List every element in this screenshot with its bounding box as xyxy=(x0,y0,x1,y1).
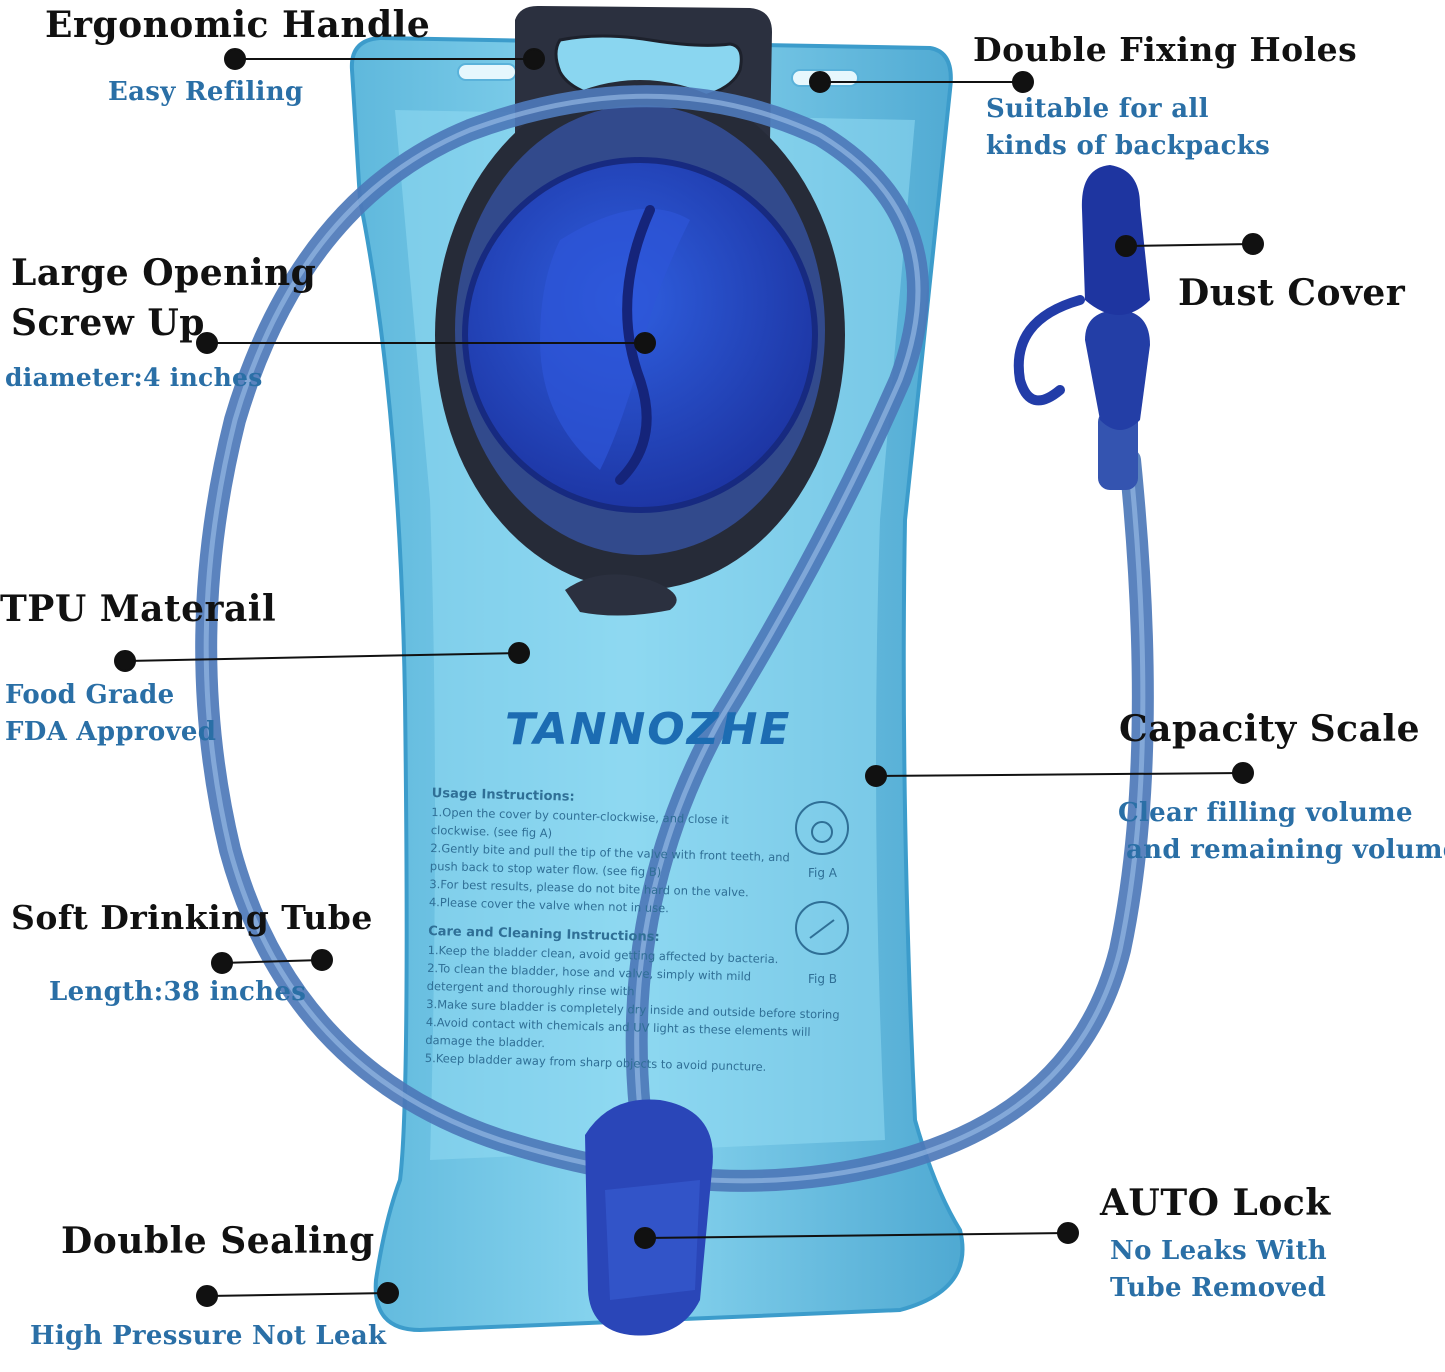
fig-a-icon xyxy=(795,801,849,855)
callout-subtitle: Easy Refiling xyxy=(108,77,304,107)
callout-title: Capacity Scale xyxy=(1119,708,1420,750)
brand-logo: TANNOZHE xyxy=(505,704,792,755)
brand-logo-text: TANNOZHE xyxy=(505,704,792,755)
fig-a-label: Fig A xyxy=(808,866,838,880)
callout-title: Double Sealing xyxy=(61,1220,375,1262)
callout-subtitle: Food Grade FDA Approved xyxy=(5,680,217,747)
callout-title: AUTO Lock xyxy=(1100,1182,1331,1224)
callout-subtitle: No Leaks With Tube Removed xyxy=(1110,1236,1327,1303)
callout-title: Double Fixing Holes xyxy=(973,30,1358,69)
callout-subtitle: diameter:4 inches xyxy=(5,363,263,392)
fig-b-label: Fig B xyxy=(808,972,838,986)
fig-b-icon xyxy=(795,901,849,955)
callout-subtitle: Length:38 inches xyxy=(49,977,307,1007)
callout-title: Ergonomic Handle xyxy=(45,4,431,46)
callout-subtitle: High Pressure Not Leak xyxy=(30,1321,387,1351)
callout-title: Soft Drinking Tube xyxy=(11,898,373,937)
callout-title: Dust Cover xyxy=(1178,272,1406,314)
callout-subtitle: Suitable for all kinds of backpacks xyxy=(986,94,1271,161)
callout-title: TPU Materail xyxy=(0,588,277,630)
dust-cover-cap xyxy=(1081,165,1150,315)
callout-title: Large Opening Screw Up xyxy=(11,252,317,344)
callout-subtitle: Clear filling volume and remaining volum… xyxy=(1118,798,1445,865)
